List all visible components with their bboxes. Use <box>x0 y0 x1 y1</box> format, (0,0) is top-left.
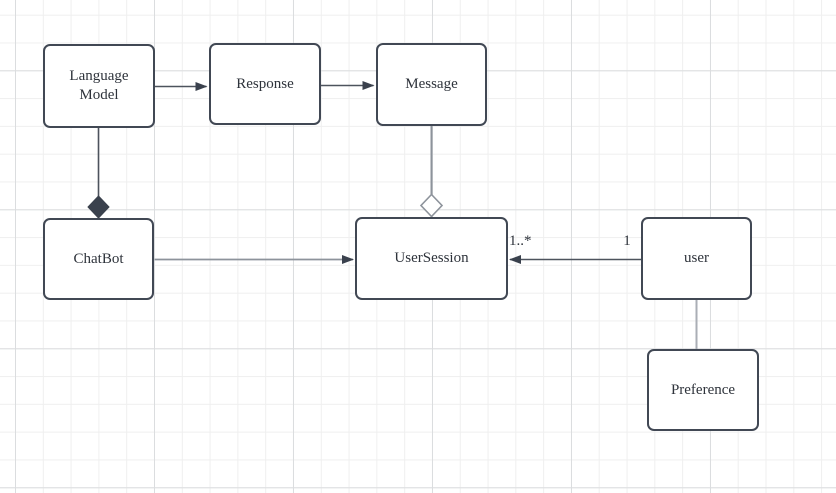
composition-diamond-icon <box>87 195 110 219</box>
node-chatbot-label: ChatBot <box>73 250 124 267</box>
node-preference[interactable]: Preference <box>647 349 759 431</box>
node-message[interactable]: Message <box>376 43 487 126</box>
node-response-label: Response <box>236 75 294 92</box>
aggregation-diamond-icon <box>419 193 444 218</box>
node-message-label: Message <box>405 76 458 93</box>
node-chatbot[interactable]: ChatBot <box>43 218 154 300</box>
node-usersession[interactable]: UserSession <box>355 217 508 300</box>
multiplicity-label-many: 1..* <box>509 233 532 249</box>
node-language-model-label: Language Model <box>69 68 129 103</box>
edge-languagemodel-chatbot-composition[interactable] <box>87 128 110 219</box>
node-preference-label: Preference <box>670 381 736 398</box>
node-usersession-label: UserSession <box>394 250 469 267</box>
edge-message-usersession-aggregation[interactable] <box>419 126 444 218</box>
node-user[interactable]: user <box>641 217 752 300</box>
multiplicity-label-one: 1 <box>623 233 631 249</box>
node-response[interactable]: Response <box>209 43 321 125</box>
node-language-model[interactable]: Language Model <box>43 44 155 128</box>
node-user-label: user <box>684 250 709 267</box>
